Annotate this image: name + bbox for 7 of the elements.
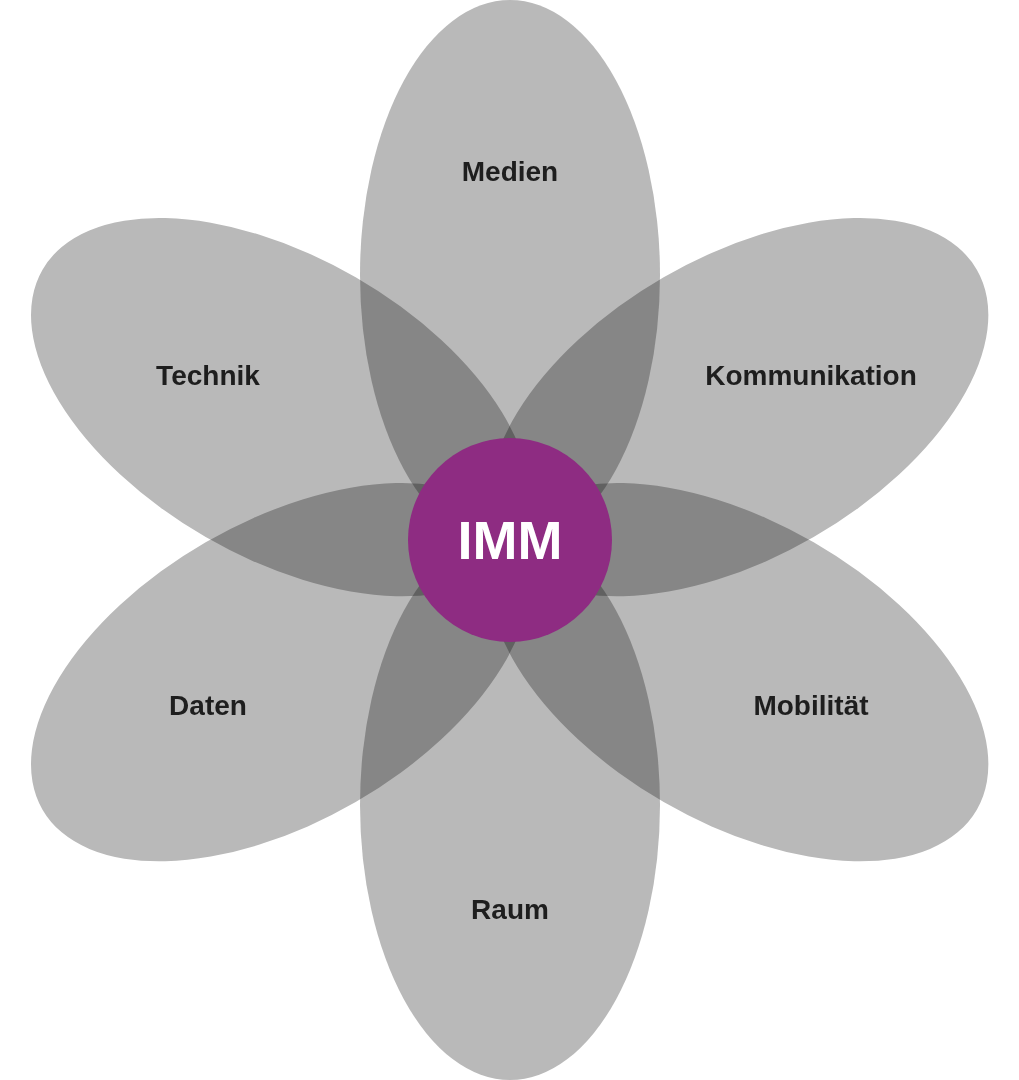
petal-label: Daten	[169, 690, 247, 722]
petal-label: Kommunikation	[705, 360, 917, 392]
petal-label: Technik	[156, 360, 260, 392]
petal-label: Mobilität	[753, 690, 869, 722]
petal-label: Raum	[471, 894, 549, 926]
center-label: IMM	[457, 509, 563, 571]
petal-label: Medien	[461, 156, 559, 188]
